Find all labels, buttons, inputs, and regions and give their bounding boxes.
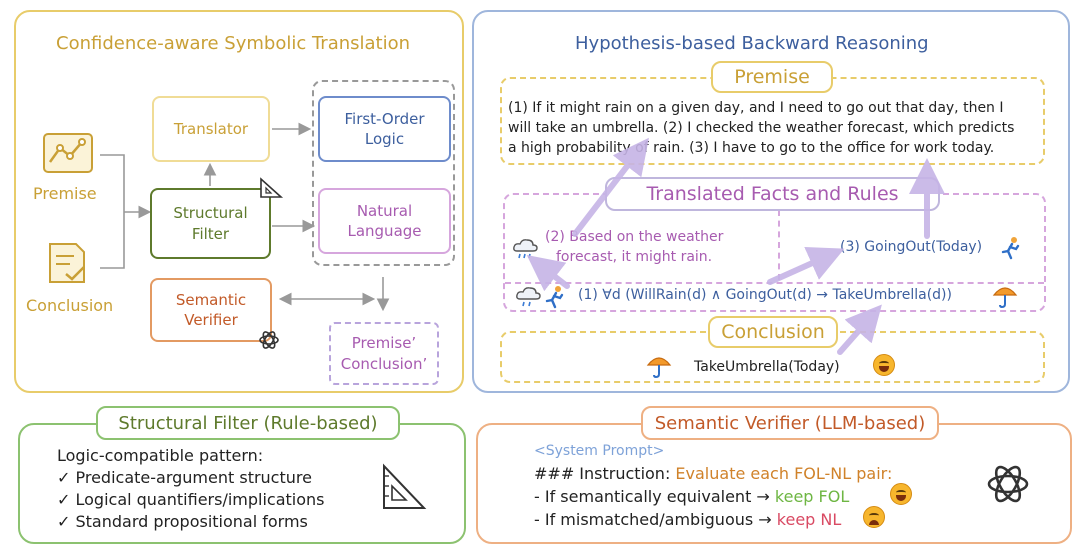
keep-nl-label: keep NL: [776, 510, 842, 529]
instruction-highlight: Evaluate each FOL-NL pair:: [675, 464, 893, 483]
grinning-face-icon: [873, 354, 895, 376]
structural-filter-label-1: Structural: [173, 204, 248, 223]
verifier-rule-2-prefix: - If mismatched/ambiguous →: [534, 510, 777, 529]
translator-box: Translator: [152, 96, 270, 162]
symbolic-translation-title: Confidence-aware Symbolic Translation: [56, 33, 411, 54]
rain-cloud-icon: [513, 239, 538, 259]
system-prompt-label: <System Prompt>: [534, 443, 665, 459]
verifier-rule-2: - If mismatched/ambiguous → keep NL: [534, 510, 841, 529]
structural-filter-title: Structural Filter (Rule-based): [118, 412, 378, 434]
happy-face-icon: [890, 483, 912, 505]
umbrella-icon: [992, 287, 1018, 309]
fact-2-line-2: forecast, it might rain.: [556, 249, 713, 265]
premise-conclusion-output-box: Premise’ Conclusion’: [329, 322, 439, 385]
filter-heading: Logic-compatible pattern:: [57, 446, 264, 465]
conclusion-label: Conclusion: [26, 296, 114, 315]
chart-icon: [43, 133, 93, 173]
rule-divider: [505, 282, 1044, 284]
output-premise-label: Premise’: [351, 334, 417, 353]
fact-3: (3) GoingOut(Today): [840, 239, 983, 255]
conclusion-title: Conclusion: [721, 321, 825, 343]
fol-label-2: Logic: [364, 130, 405, 148]
filter-item: ✓ Predicate-argument structure: [57, 468, 312, 487]
conclusion-title-pill: Conclusion: [708, 316, 838, 348]
keep-fol-label: keep FOL: [774, 487, 850, 506]
checklist-document-icon: [49, 243, 85, 283]
nl-label-2: Language: [347, 222, 422, 240]
symbolic-translation-panel: [14, 10, 464, 393]
verifier-rule-1: - If semantically equivalent → keep FOL: [534, 487, 849, 506]
facts-title: Translated Facts and Rules: [646, 183, 899, 205]
semantic-verifier-title-pill: Semantic Verifier (LLM-based): [641, 406, 939, 440]
output-candidates-group: [312, 80, 455, 266]
structural-filter-title-pill: Structural Filter (Rule-based): [96, 406, 400, 440]
structural-filter-label-2: Filter: [191, 224, 230, 243]
fact-2-line-1: (2) Based on the weather: [545, 229, 724, 245]
nl-label-1: Natural: [356, 201, 413, 220]
premise-line-2: will take an umbrella. (2) I checked the…: [508, 120, 1015, 136]
premise-line-3: a high probability of rain. (3) I have t…: [508, 140, 995, 156]
instruction-line: ### Instruction: Evaluate each FOL-NL pa…: [534, 464, 892, 483]
first-order-logic-box: First-Order Logic: [318, 96, 451, 162]
premise-line-1: (1) If it might rain on a given day, and…: [508, 100, 1004, 116]
facts-divider: [778, 210, 780, 280]
semantic-verifier-label-1: Semantic: [175, 290, 247, 309]
natural-language-box: Natural Language: [318, 188, 451, 254]
openai-logo-icon: [259, 331, 279, 349]
cloud-runner-icon: [516, 286, 564, 309]
structural-filter-box: Structural Filter: [150, 188, 271, 259]
output-conclusion-label: Conclusion’: [340, 354, 428, 373]
rule-1: (1) ∀d (WillRain(d) ∧ GoingOut(d) → Take…: [578, 287, 952, 303]
backward-reasoning-panel: [472, 10, 1070, 393]
umbrella-icon-conclusion: [646, 357, 672, 379]
premise-label: Premise: [33, 184, 97, 203]
instruction-prefix: ### Instruction:: [534, 464, 676, 483]
verifier-rule-1-prefix: - If semantically equivalent →: [534, 487, 775, 506]
semantic-verifier-title: Semantic Verifier (LLM-based): [654, 412, 926, 434]
conclusion-text: TakeUmbrella(Today): [694, 359, 840, 375]
facts-title-pill: Translated Facts and Rules: [605, 177, 940, 211]
running-person-icon: [1001, 237, 1020, 260]
semantic-verifier-label-2: Verifier: [184, 311, 238, 329]
sad-face-icon: [863, 506, 885, 528]
ruler-triangle-icon: [260, 177, 284, 198]
translator-label: Translator: [173, 119, 249, 138]
openai-logo-large-icon: [987, 465, 1029, 503]
backward-reasoning-title: Hypothesis-based Backward Reasoning: [575, 33, 929, 54]
filter-item: ✓ Standard propositional forms: [57, 512, 308, 531]
semantic-verifier-box: Semantic Verifier: [150, 278, 272, 342]
ruler-triangle-large-icon: [383, 463, 427, 509]
premise-title: Premise: [734, 66, 810, 88]
fol-label-1: First-Order: [344, 109, 425, 128]
premise-title-pill: Premise: [711, 61, 833, 93]
filter-item: ✓ Logical quantifiers/implications: [57, 490, 325, 509]
